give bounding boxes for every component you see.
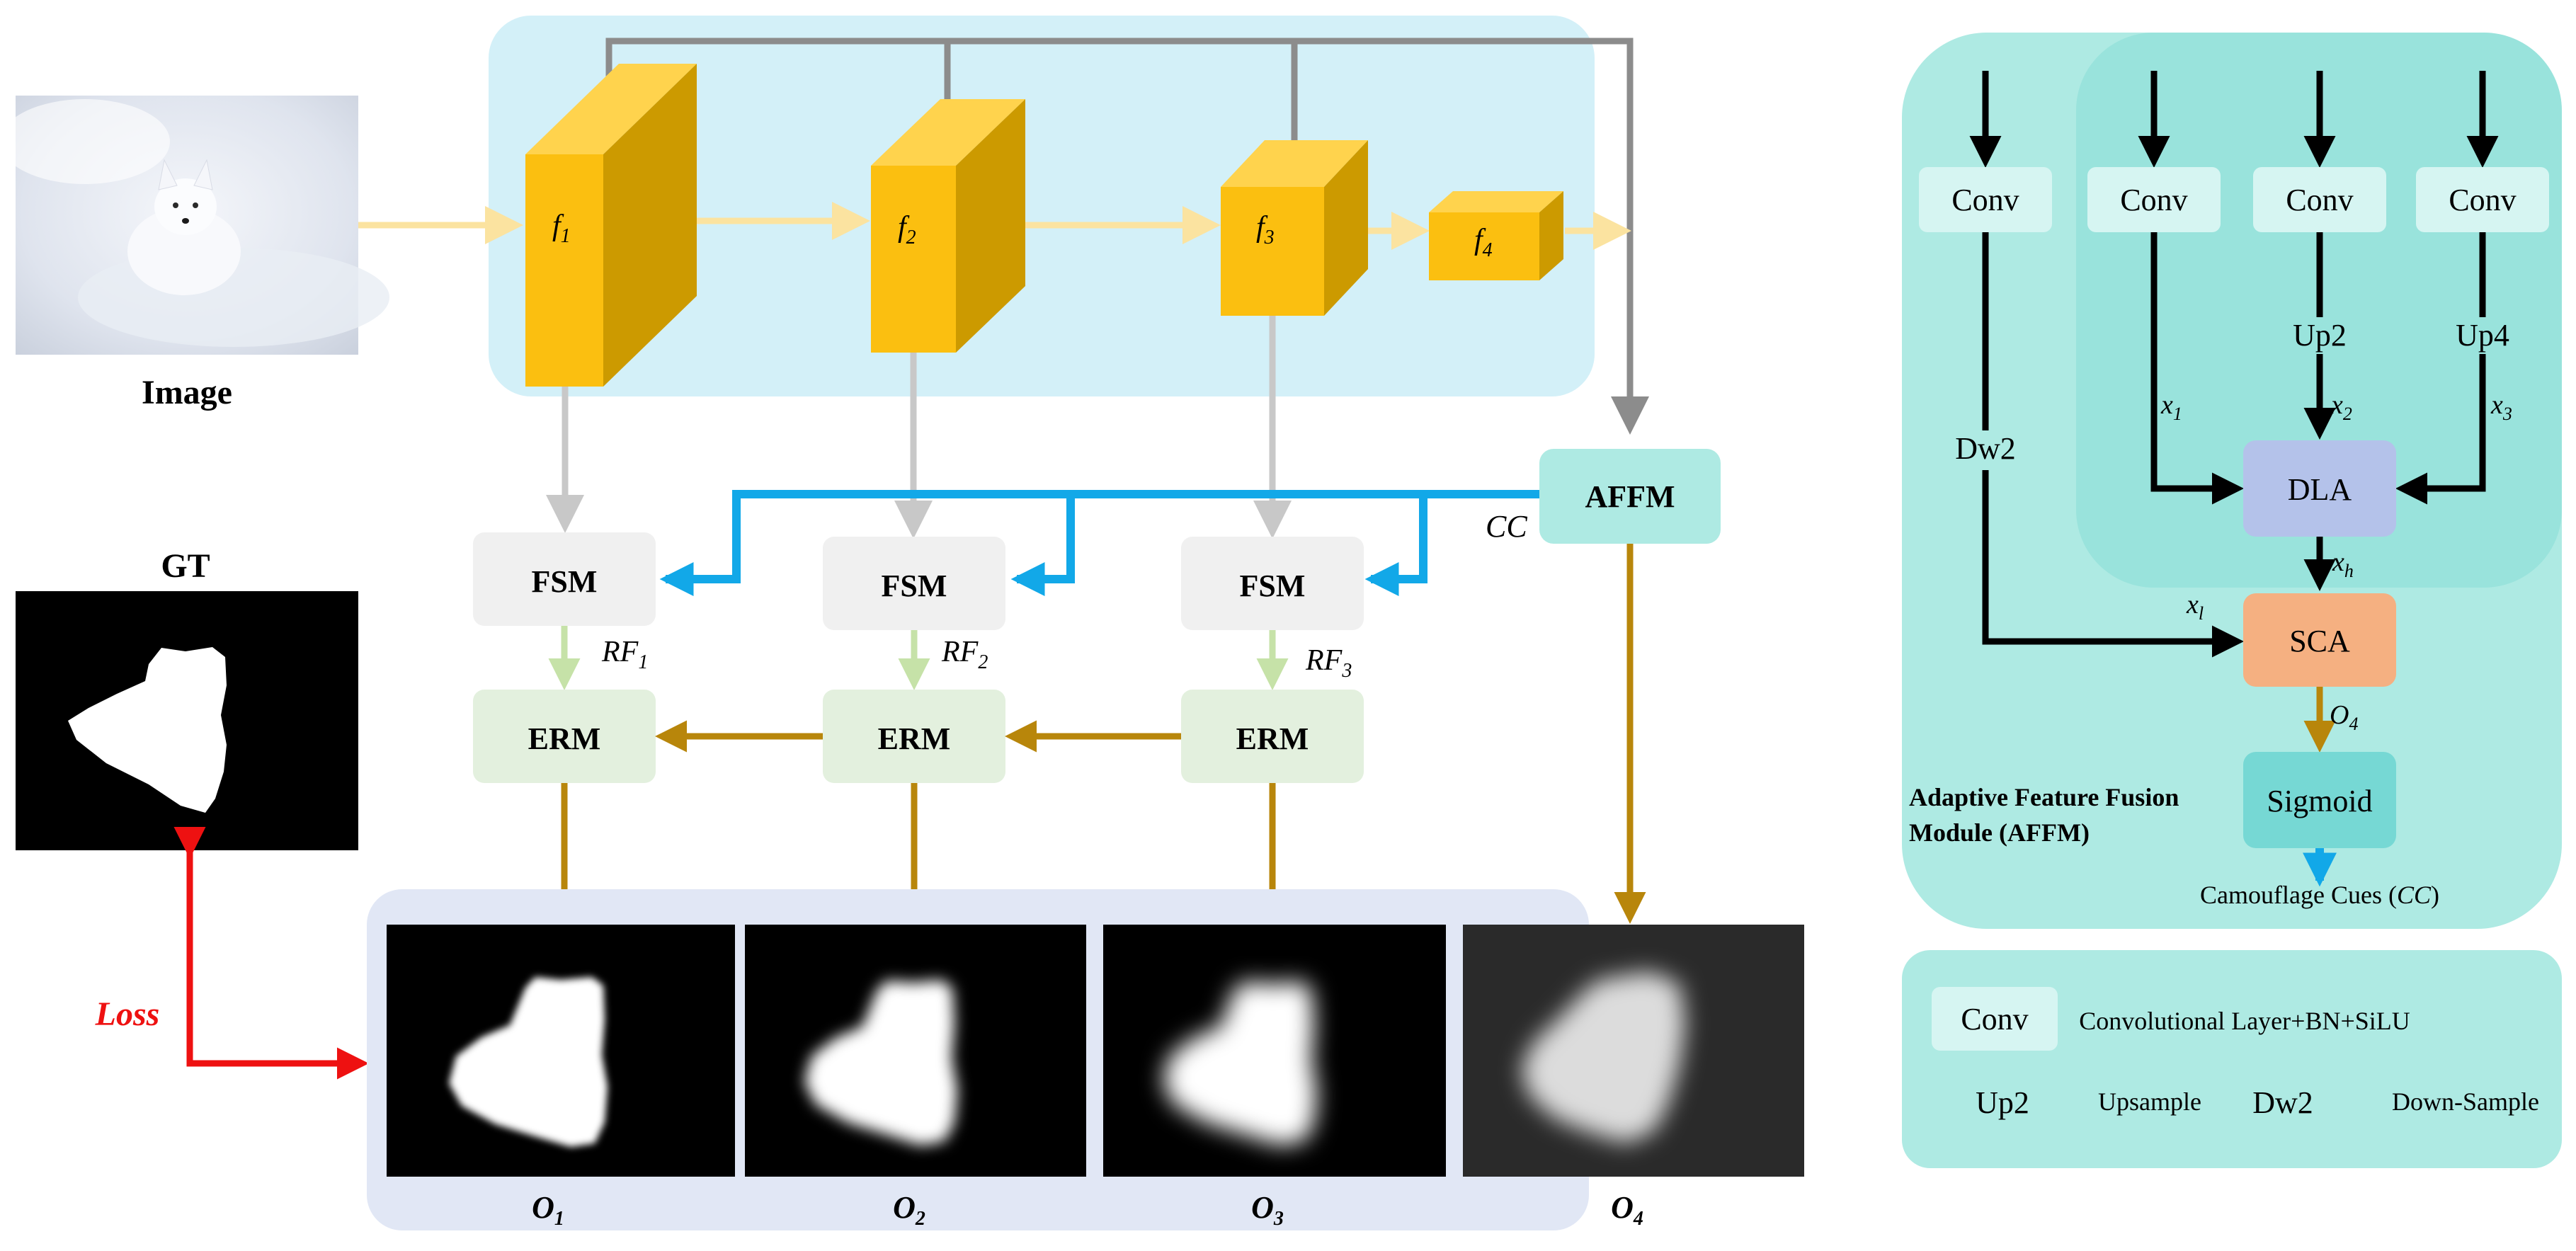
loss-connector — [173, 827, 369, 1080]
sigmoid-label: Sigmoid — [2267, 784, 2372, 818]
loss-label: Loss — [95, 995, 160, 1033]
sigmoid-block — [2243, 752, 2396, 848]
arctic-fox-figure — [127, 159, 241, 295]
up2-label: Up2 — [2293, 318, 2347, 353]
output-o1 — [387, 925, 735, 1177]
legend-conv-desc: Convolutional Layer+BN+SiLU — [2079, 1007, 2410, 1035]
feature-f3 — [1221, 140, 1368, 316]
image-label: Image — [142, 374, 232, 411]
decoder-gold-arrows — [548, 544, 1646, 924]
affm-title-line1: Adaptive Feature Fusion — [1909, 783, 2179, 811]
affm-conv-1 — [1919, 167, 2052, 232]
camouflage-cue-arrows — [659, 490, 1539, 596]
xh-label: xh — [2332, 547, 2354, 581]
affm-title-line2: Module (AFFM) — [1909, 818, 2090, 847]
input-image — [0, 96, 389, 355]
rf2-label: RF2 — [941, 636, 988, 673]
dla-label: DLA — [2288, 472, 2352, 507]
feature-f2 — [871, 99, 1025, 353]
legend-panel — [1902, 950, 2562, 1168]
f4-label: f4 — [1474, 224, 1493, 261]
affm-conv-3-label: Conv — [2286, 183, 2353, 217]
rf1-label: RF1 — [601, 636, 648, 673]
x3-label: x3 — [2490, 390, 2512, 424]
erm-3-label: ERM — [1236, 721, 1309, 756]
legend-up2-desc: Upsample — [2098, 1087, 2201, 1116]
sca-label: SCA — [2289, 624, 2350, 658]
fsm-2-label: FSM — [882, 569, 947, 603]
affm-conv-4 — [2416, 167, 2549, 232]
o2-label: O2 — [893, 1190, 925, 1230]
fsm-3-label: FSM — [1240, 569, 1306, 603]
fsm-3: FSM — [1181, 537, 1364, 630]
o4-affm-label: O4 — [2330, 700, 2358, 734]
camouflage-cues-caption: Camouflage Cues (CC) — [2200, 881, 2439, 909]
affm-conv-3 — [2253, 167, 2386, 232]
erm-2: ERM — [823, 690, 1005, 783]
legend-conv-key: Conv — [1961, 1002, 2028, 1036]
up4-label: Up4 — [2456, 318, 2509, 353]
x1-label: x1 — [2160, 390, 2182, 424]
legend-dw2-desc: Down-Sample — [2392, 1087, 2539, 1116]
xl-label: xl — [2186, 590, 2204, 624]
fsm-2: FSM — [823, 537, 1005, 630]
affm-conv-1-label: Conv — [1951, 183, 2019, 217]
erm-1-label: ERM — [528, 721, 601, 756]
output-o2 — [745, 925, 1086, 1177]
ground-truth-mask — [16, 591, 358, 850]
rf3-label: RF3 — [1305, 644, 1352, 682]
output-o4 — [1463, 925, 1804, 1177]
gt-label: GT — [161, 547, 210, 585]
legend-up2-key: Up2 — [1976, 1085, 2029, 1120]
dw2-label: Dw2 — [1955, 431, 2016, 466]
x2-label: x2 — [2330, 390, 2352, 424]
o3-label: O3 — [1251, 1190, 1284, 1230]
fsm-1-label: FSM — [532, 564, 598, 599]
affm-label: AFFM — [1585, 479, 1675, 514]
o1-label: O1 — [532, 1190, 564, 1230]
sca-block — [2243, 593, 2396, 687]
dla-block — [2243, 440, 2396, 537]
o4-label: O4 — [1611, 1190, 1643, 1230]
output-o3 — [1103, 925, 1446, 1177]
erm-3: ERM — [1181, 690, 1364, 783]
erm-1: ERM — [473, 690, 656, 783]
affm-conv-4-label: Conv — [2449, 183, 2516, 217]
feature-f4 — [1429, 191, 1563, 280]
affm-input-arrows — [1969, 71, 2499, 168]
fsm-to-erm-arrows — [548, 626, 1289, 690]
affm-inner-arrows — [1982, 232, 2486, 658]
affm-conv-2 — [2087, 167, 2221, 232]
feature-f1 — [525, 64, 697, 387]
fsm-1: FSM — [473, 532, 656, 626]
legend-conv-swatch — [1932, 987, 2058, 1051]
cc-label: CC — [1486, 509, 1527, 544]
legend-dw2-key: Dw2 — [2252, 1085, 2313, 1120]
affm-block — [1539, 449, 1721, 544]
affm-conv-2-label: Conv — [2120, 183, 2187, 217]
affm-conv-blocks: Conv Conv Conv Conv — [1919, 167, 2549, 232]
erm-2-label: ERM — [878, 721, 951, 756]
